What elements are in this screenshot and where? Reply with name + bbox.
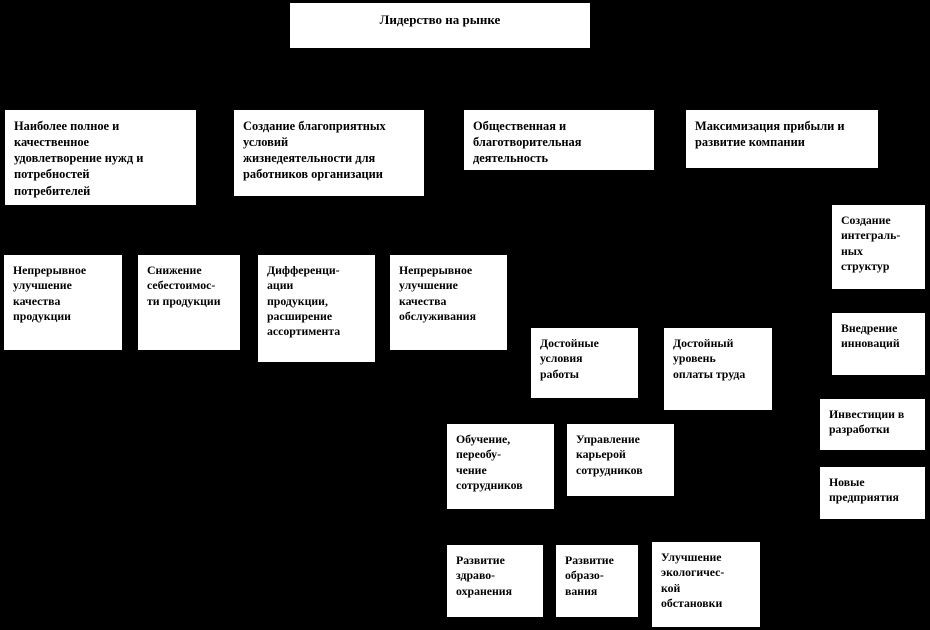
node-education: Развитие образо- вания [556,545,638,617]
node-cost-reduction-label: Снижение себестоимос- ти продукции [147,263,221,308]
node-education-label: Развитие образо- вания [565,553,614,598]
node-employee-conditions: Создание благоприятных условий жизнедеят… [234,110,424,196]
node-employee-conditions-label: Создание благоприятных условий жизнедеят… [243,119,386,182]
node-social-charity: Общественная и благотворительная деятель… [464,110,654,170]
node-profit-growth: Максимизация прибыли и развитие компании [686,110,878,168]
node-differentiation: Дифференци- ации продукции, расширение а… [258,255,375,362]
node-career-management: Управление карьерой сотрудников [567,424,674,496]
node-ecology: Улучшение экологичес- кой обстановки [652,542,760,627]
node-differentiation-label: Дифференци- ации продукции, расширение а… [267,263,341,339]
node-social-charity-label: Общественная и благотворительная деятель… [473,119,582,166]
node-product-quality-label: Непрерывное улучшение качества продукции [13,263,87,323]
node-work-conditions: Достойные условия работы [531,328,638,398]
node-cost-reduction: Снижение себестоимос- ти продукции [138,255,240,350]
node-profit-growth-label: Максимизация прибыли и развитие компании [695,119,845,150]
node-rnd-investment-label: Инвестиции в разработки [829,407,905,437]
node-root-market-leadership: Лидерство на рынке [290,3,590,48]
node-product-quality: Непрерывное улучшение качества продукции [4,255,122,350]
node-work-conditions-label: Достойные условия работы [540,336,599,381]
node-root-label: Лидерство на рынке [379,12,501,27]
node-healthcare-label: Развитие здраво- охранения [456,553,512,598]
node-new-enterprises-label: Новые предприятия [829,475,899,505]
node-innovation: Внедрение инноваций [832,313,925,375]
node-rnd-investment: Инвестиции в разработки [820,399,925,450]
node-career-management-label: Управление карьерой сотрудников [576,432,643,477]
node-customer-satisfaction: Наиболее полное и качественное удовлетво… [5,110,196,205]
node-integral-structures-label: Создание интеграль- ных структур [841,213,901,273]
node-training: Обучение, переобу- чение сотрудников [447,424,554,509]
node-pay-level: Достойный уровень оплаты труда [664,328,772,410]
node-training-label: Обучение, переобу- чение сотрудников [456,432,523,492]
node-service-quality-label: Непрерывное улучшение качества обслужива… [399,263,476,323]
node-customer-satisfaction-label: Наиболее полное и качественное удовлетво… [14,119,144,198]
node-pay-level-label: Достойный уровень оплаты труда [673,336,746,381]
node-innovation-label: Внедрение инноваций [841,321,900,351]
node-integral-structures: Создание интеграль- ных структур [832,205,925,289]
node-service-quality: Непрерывное улучшение качества обслужива… [390,255,507,350]
node-healthcare: Развитие здраво- охранения [447,545,543,617]
node-ecology-label: Улучшение экологичес- кой обстановки [661,550,725,610]
node-new-enterprises: Новые предприятия [820,467,925,519]
